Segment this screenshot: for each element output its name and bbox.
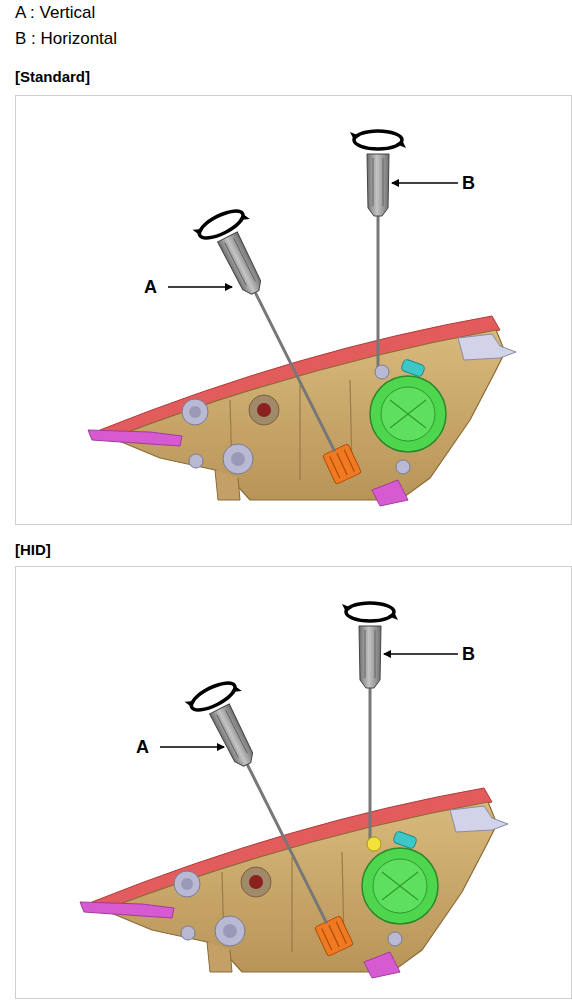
callout-letter: B: [462, 644, 475, 665]
adjuster-screw: [367, 837, 381, 851]
panel-frame: [15, 95, 572, 525]
leader-line: [384, 653, 458, 654]
legend-note: B : Horizontal: [15, 29, 117, 49]
callout-letter: A: [136, 737, 149, 758]
adjuster-screw: [375, 365, 389, 379]
leader-line: [160, 746, 224, 747]
headlamp-hid: [80, 603, 508, 978]
headlamp-standard: [88, 131, 516, 506]
figure-panel: [Standard]: [15, 68, 572, 525]
callout-letter: A: [144, 277, 157, 298]
legend-note: A : Vertical: [15, 3, 95, 23]
panel-frame: [15, 566, 572, 999]
callout-letter: B: [462, 173, 475, 194]
panel-heading: [Standard]: [15, 68, 90, 85]
panel-heading: [HID]: [15, 541, 51, 558]
figure-panel: [HID]: [15, 541, 572, 999]
leader-line: [168, 286, 232, 287]
leader-line: [392, 182, 458, 183]
